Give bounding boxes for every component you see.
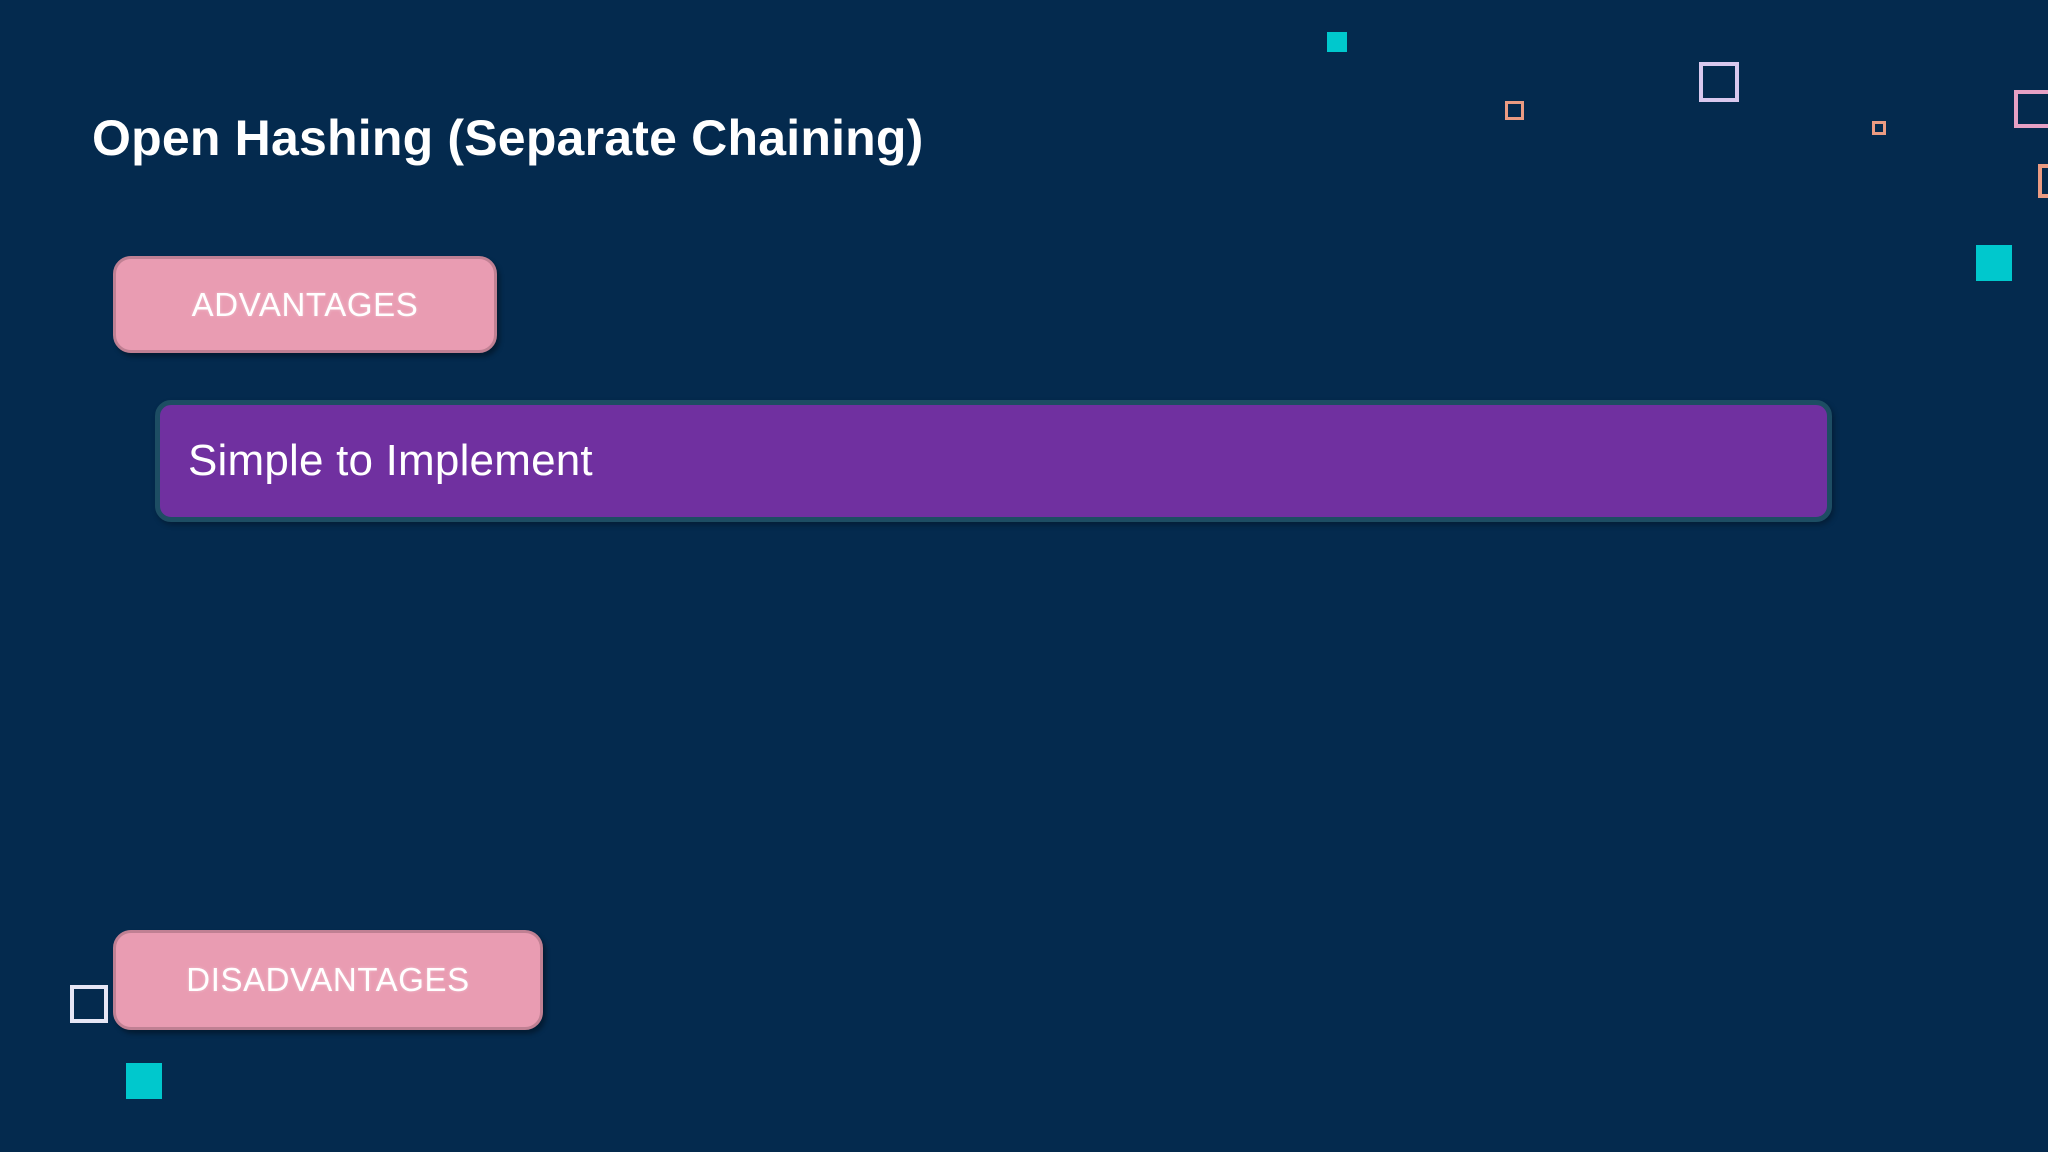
- salmon-outline-square-edge-icon: [2038, 164, 2048, 198]
- section-badge-advantages[interactable]: ADVANTAGES: [113, 256, 497, 353]
- pink-outline-square-edge-icon: [2014, 90, 2048, 128]
- section-badge-advantages-label: ADVANTAGES: [191, 285, 419, 323]
- cyan-square-right-icon: [1976, 245, 2012, 281]
- section-badge-disadvantages-label: DISADVANTAGES: [186, 961, 470, 998]
- section-badge-disadvantages[interactable]: DISADVANTAGES: [113, 930, 543, 1030]
- page-title: Open Hashing (Separate Chaining): [92, 109, 924, 166]
- cyan-square-top-icon: [1327, 32, 1347, 52]
- salmon-outline-square-small-icon: [1872, 121, 1886, 135]
- salmon-outline-square-top-icon: [1505, 101, 1524, 120]
- lavender-outline-square-top-icon: [1699, 62, 1739, 102]
- cyan-square-bottom-icon: [126, 1063, 162, 1099]
- advantage-item-simple-to-implement[interactable]: Simple to Implement: [155, 400, 1832, 522]
- advantage-item-label: Simple to Implement: [188, 436, 593, 485]
- white-outline-square-bottom-icon: [70, 985, 108, 1023]
